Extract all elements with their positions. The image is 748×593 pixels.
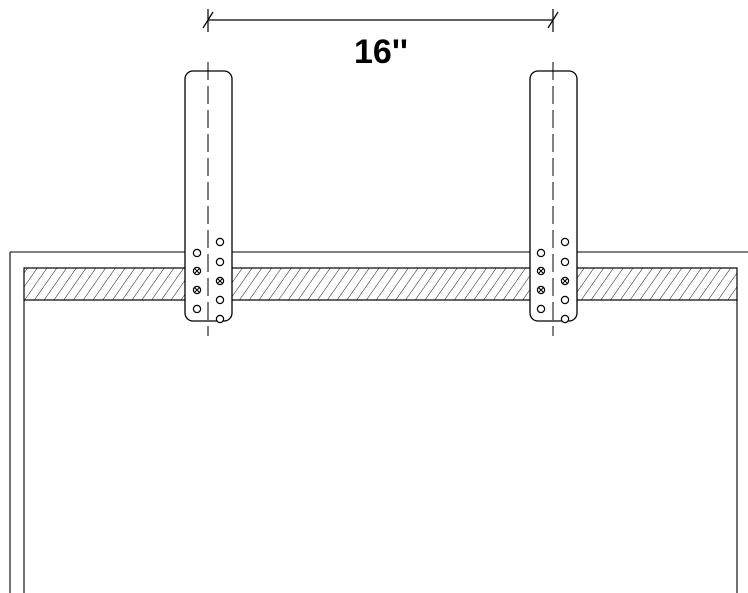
nail-hole (192, 248, 202, 258)
nail-hole (536, 248, 546, 258)
nail-hole (192, 304, 202, 314)
nail-hole (215, 257, 225, 267)
screw-cross-mark (538, 268, 544, 274)
nail-hole (536, 304, 546, 314)
left-strap (184, 62, 233, 336)
nail-hole (560, 237, 570, 247)
screw-cross-mark (194, 287, 200, 293)
screw-cross-mark (194, 268, 200, 274)
top-plate (23, 267, 738, 301)
right-strap-holes (536, 237, 570, 324)
nail-hole (215, 314, 225, 324)
right-strap (529, 62, 578, 336)
dimension-label: 16'' (354, 33, 408, 71)
nail-hole (215, 237, 225, 247)
left-strap-holes (192, 237, 225, 324)
screw-cross-mark (217, 278, 223, 284)
nail-hole (560, 314, 570, 324)
screw-cross-mark (538, 287, 544, 293)
nail-hole (215, 295, 225, 305)
nail-hole (560, 295, 570, 305)
screw-cross-mark (562, 278, 568, 284)
wall-frame (9, 251, 748, 593)
nail-hole (560, 257, 570, 267)
dimension-line (202, 9, 559, 32)
